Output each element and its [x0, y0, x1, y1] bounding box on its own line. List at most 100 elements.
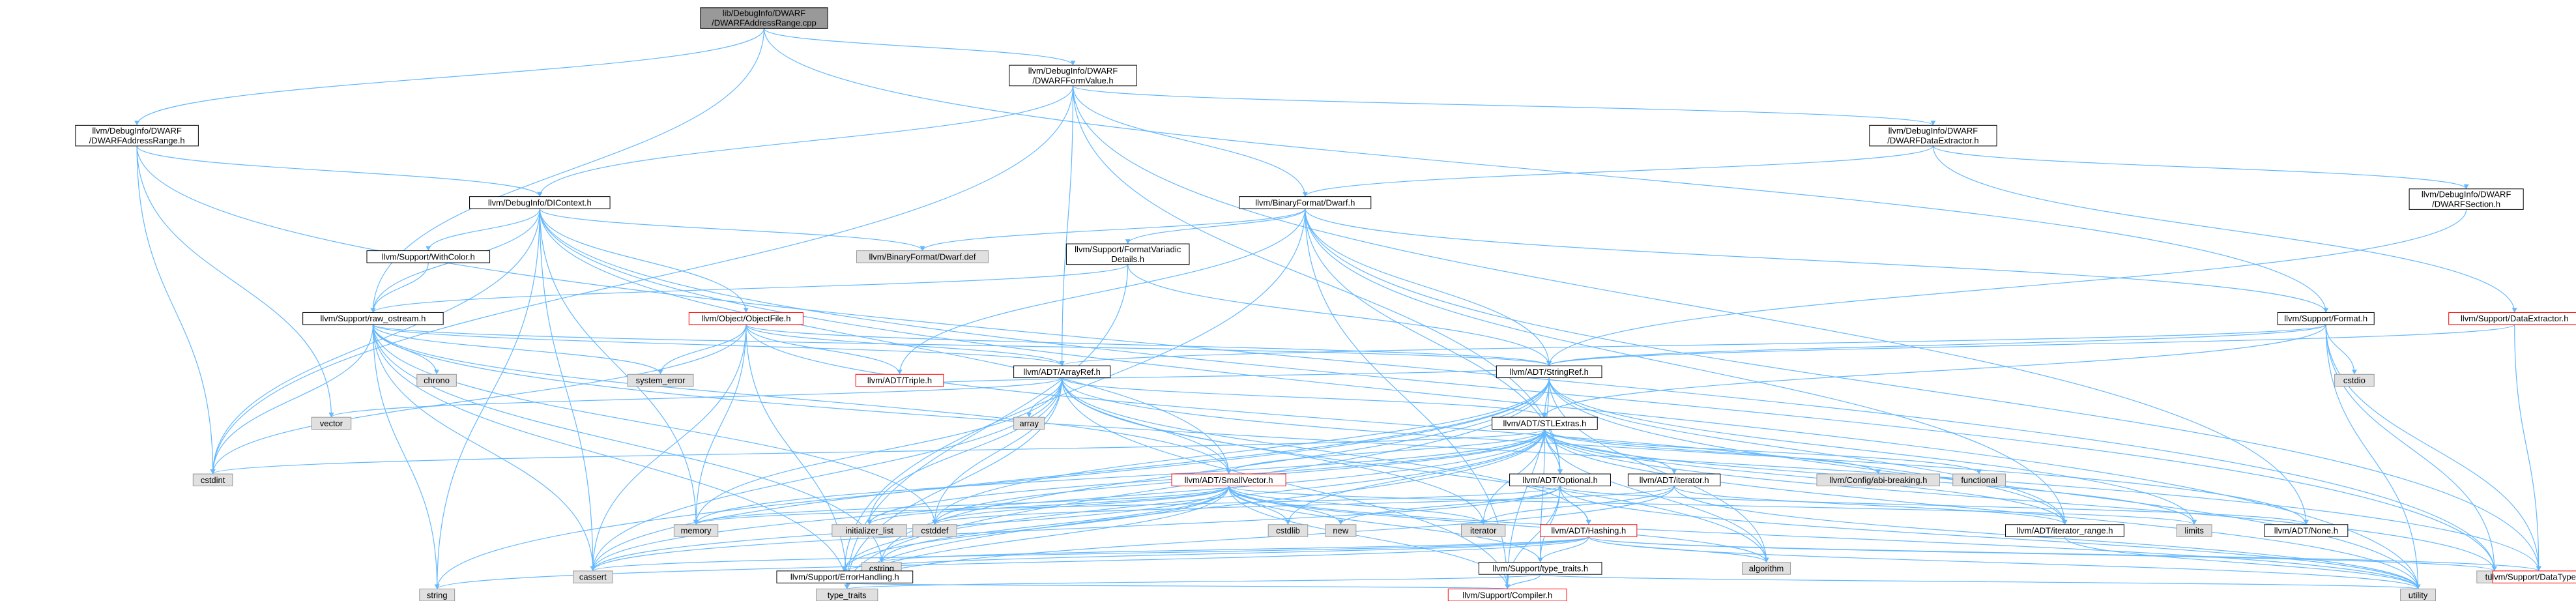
arrowhead-format_h-to-cstdio: [2351, 370, 2357, 375]
node-box-vector: [311, 417, 352, 430]
edge-dwarfaddressrange-to-vector: [136, 145, 332, 418]
edge-stlextras-to-cstdint: [212, 429, 1546, 475]
edge-format_h-to-tuple: [2325, 324, 2495, 571]
edge-raw_ostream-to-datatypes: [372, 324, 2540, 571]
node-hashing[interactable]: llvm/ADT/Hashing.h: [1540, 524, 1638, 537]
node-label-root-0: lib/DebugInfo/DWARF: [723, 8, 805, 18]
node-compiler[interactable]: llvm/Support/Compiler.h: [1447, 589, 1567, 601]
arrowhead-stlextras-to-smallvector: [1226, 469, 1232, 475]
node-utility: utility: [2400, 589, 2437, 601]
node-dicontext[interactable]: llvm/DebugInfo/DIContext.h: [469, 196, 611, 209]
nodes: lib/DebugInfo/DWARF/DWARFAddressRange.cp…: [75, 7, 2576, 601]
edge-raw_ostream-to-string: [372, 324, 438, 589]
edge-objectfile-to-stringref: [745, 324, 1550, 366]
edge-dwarfformvalue-to-cstdint: [212, 85, 1074, 475]
arrowhead-hashing-to-errorhandling: [842, 566, 848, 571]
edge-arrayref-to-stlextras: [1062, 377, 1546, 418]
edge-stringref-to-limits: [1548, 377, 2195, 525]
node-dwarf_h[interactable]: llvm/BinaryFormat/Dwarf.h: [1239, 196, 1372, 209]
node-box-dwarfdataextractor: [1869, 125, 1997, 147]
arrowhead-hashing-to-cassert: [590, 566, 596, 571]
edge-optional-to-memory: [695, 485, 1561, 525]
arrowhead-dwarfformvalue-to-dicontext: [537, 192, 543, 197]
edge-dwarfsection-to-stringref: [1548, 209, 2467, 366]
edge-dicontext-to-utility: [539, 209, 2419, 589]
node-cstdio: cstdio: [2334, 374, 2375, 387]
node-label-none-0: llvm/ADT/None.h: [2274, 525, 2338, 535]
edges: [134, 28, 2541, 590]
node-objectfile[interactable]: llvm/Object/ObjectFile.h: [688, 312, 803, 325]
edge-arrayref-to-iterator: [1062, 377, 1484, 525]
arrowhead-dicontext-to-objectfile: [743, 308, 749, 313]
node-label-array-0: array: [1019, 418, 1039, 428]
arrowhead-stlextras-to-optional: [1557, 469, 1563, 475]
edge-objectfile-to-type_traits: [745, 324, 848, 589]
node-dwarfformvalue[interactable]: llvm/DebugInfo/DWARF/DWARFFormValue.h: [1009, 65, 1137, 87]
node-dwarfsection[interactable]: llvm/DebugInfo/DWARF/DWARFSection.h: [2409, 188, 2524, 210]
arrowhead-stlextras-to-abi_breaking: [1875, 469, 1881, 475]
node-format_h[interactable]: llvm/Support/Format.h: [2277, 312, 2375, 325]
node-string: string: [419, 589, 456, 601]
node-label-dwarfformvalue-1: /DWARFFormValue.h: [1032, 76, 1113, 85]
edge-dicontext-to-string: [437, 209, 540, 589]
node-dwarfaddressrange[interactable]: llvm/DebugInfo/DWARF/DWARFAddressRange.h: [75, 125, 199, 147]
node-iterator_range[interactable]: llvm/ADT/iterator_range.h: [2005, 524, 2124, 537]
node-type_traits_h[interactable]: llvm/Support/type_traits.h: [1478, 562, 1602, 575]
arrowhead-format_h-to-arrayref: [1059, 361, 1065, 366]
node-root[interactable]: lib/DebugInfo/DWARF/DWARFAddressRange.cp…: [700, 7, 828, 29]
node-smallvector[interactable]: llvm/ADT/SmallVector.h: [1171, 473, 1286, 487]
node-label-dwarfsection-0: llvm/DebugInfo/DWARF: [2422, 190, 2511, 199]
edge-stlextras-to-cassert: [592, 429, 1546, 571]
edge-optional-to-cassert: [592, 486, 1561, 572]
node-withcolor[interactable]: llvm/Support/WithColor.h: [366, 250, 491, 263]
edge-dataextractor-to-stringref: [1548, 324, 2515, 366]
node-label-abi_breaking-0: llvm/Config/abi-breaking.h: [1829, 475, 1927, 485]
node-box-dwarfformvalue: [1009, 65, 1137, 87]
edge-raw_ostream-to-cstddef: [372, 324, 935, 525]
node-dwarfdataextractor[interactable]: llvm/DebugInfo/DWARF/DWARFDataExtractor.…: [1869, 125, 1997, 147]
node-raw_ostream[interactable]: llvm/Support/raw_ostream.h: [302, 312, 444, 325]
node-cassert: cassert: [572, 570, 613, 583]
node-box-optional: [1509, 473, 1611, 487]
edge-dwarf_h-to-compiler: [1305, 209, 1508, 589]
edge-dicontext-to-withcolor: [427, 208, 540, 251]
node-label-arrayref-0: llvm/ADT/ArrayRef.h: [1023, 367, 1100, 377]
edge-arrayref-to-type_traits: [847, 377, 1063, 589]
edge-smallvector-to-cstddef: [934, 486, 1230, 525]
edge-dwarfformvalue-to-dicontext: [539, 85, 1074, 197]
node-stlextras[interactable]: llvm/ADT/STLExtras.h: [1492, 417, 1598, 430]
edge-objectfile-to-triple: [745, 324, 901, 375]
edge-hashing-to-string: [437, 536, 1589, 590]
arrowhead-hashing-to-string: [434, 584, 440, 589]
edge-stlextras-to-iterator_range: [1544, 429, 2066, 525]
node-errorhandling[interactable]: llvm/Support/ErrorHandling.h: [776, 570, 914, 583]
node-label-dwarfdataextractor-0: llvm/DebugInfo/DWARF: [1889, 126, 1978, 136]
node-label-iterator-0: iterator: [1470, 525, 1497, 535]
arrowhead-adt_iterator-to-cstddef: [932, 520, 938, 525]
node-label-string-0: string: [427, 590, 448, 600]
node-label-dwarf_h-0: llvm/BinaryFormat/Dwarf.h: [1255, 198, 1355, 207]
node-arrayref[interactable]: llvm/ADT/ArrayRef.h: [1013, 365, 1111, 379]
node-adt_iterator[interactable]: llvm/ADT/iterator.h: [1627, 473, 1721, 487]
edge-dwarf_h-to-stringref: [1305, 209, 1550, 366]
node-box-stringref: [1496, 365, 1602, 379]
arrowhead-hashing-to-type_traits_h: [1537, 557, 1543, 563]
node-label-dwarfformvalue-0: llvm/DebugInfo/DWARF: [1028, 66, 1118, 76]
edge-dwarf_h-to-format_h: [1305, 209, 2326, 313]
edge-root-to-dwarfaddressrange: [136, 28, 765, 126]
edge-format_h-to-datatypes: [2325, 324, 2540, 571]
node-dataextractor[interactable]: llvm/Support/DataExtractor.h: [2448, 312, 2576, 325]
node-label-cassert-0: cassert: [579, 572, 607, 582]
node-none[interactable]: llvm/ADT/None.h: [2264, 524, 2349, 537]
edge-optional-to-utility: [1559, 486, 2419, 589]
node-triple[interactable]: llvm/ADT/Triple.h: [855, 374, 944, 387]
node-box-dwarfsection: [2409, 188, 2524, 210]
node-box-none: [2264, 524, 2349, 537]
arrowhead-stlextras-to-cstdint: [210, 469, 216, 475]
node-array: array: [1013, 417, 1045, 430]
node-stringref[interactable]: llvm/ADT/StringRef.h: [1496, 365, 1602, 379]
node-optional[interactable]: llvm/ADT/Optional.h: [1509, 473, 1611, 487]
